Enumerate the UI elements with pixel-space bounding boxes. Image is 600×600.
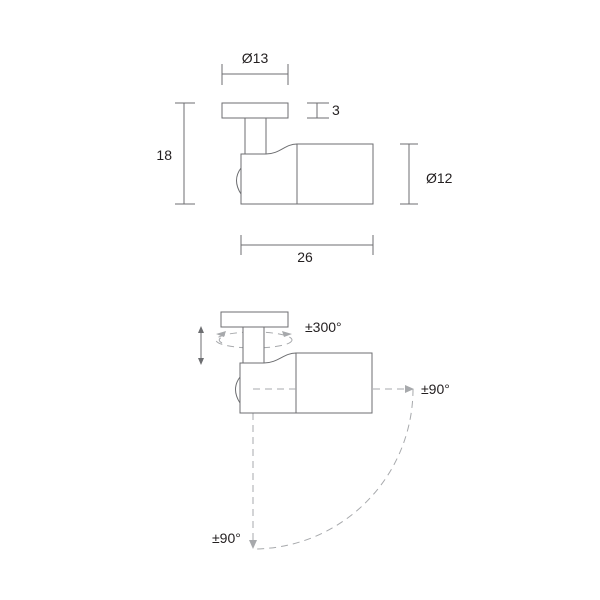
dimension-height: 18 <box>156 102 195 205</box>
dimension-disc-thickness: 3 <box>307 102 340 119</box>
tilt-horizontal-label: ±90° <box>421 381 450 397</box>
arrow-up-icon <box>198 326 204 333</box>
arrow-down-icon <box>249 540 257 549</box>
length-label: 26 <box>297 249 313 265</box>
mounting-disc <box>221 102 289 119</box>
tilt-vertical-label: ±90° <box>212 530 241 546</box>
rotation-arrow-icon <box>216 331 226 337</box>
rotation-label: ±300° <box>305 319 342 335</box>
spotlight-rotation-view <box>198 311 373 414</box>
top-view: Ø13 18 3 Ø12 <box>156 50 452 265</box>
spotlight-side-view <box>221 102 374 205</box>
rear-bump <box>236 167 242 195</box>
drawing-line <box>218 336 223 344</box>
stem <box>242 326 265 364</box>
thickness-label: 3 <box>332 102 340 118</box>
body-diameter-label: Ø12 <box>426 170 453 186</box>
dimension-body-diameter: Ø12 <box>400 143 453 205</box>
body-cylinder <box>295 352 373 414</box>
rotation-arrow-icon <box>282 331 292 337</box>
disc-diameter-label: Ø13 <box>242 50 269 66</box>
dimension-disc-diameter: Ø13 <box>221 50 289 85</box>
mounting-disc <box>220 311 289 328</box>
rear-bump <box>235 376 241 404</box>
arrow-down-icon <box>198 358 204 365</box>
height-label: 18 <box>156 147 172 163</box>
bottom-view: ±300° ±90° ±90° <box>198 311 450 550</box>
arrow-right-icon <box>405 385 414 393</box>
stem <box>244 117 267 155</box>
body-cylinder <box>296 143 374 205</box>
tilt-arc <box>252 388 414 550</box>
dimension-length: 26 <box>240 235 374 265</box>
